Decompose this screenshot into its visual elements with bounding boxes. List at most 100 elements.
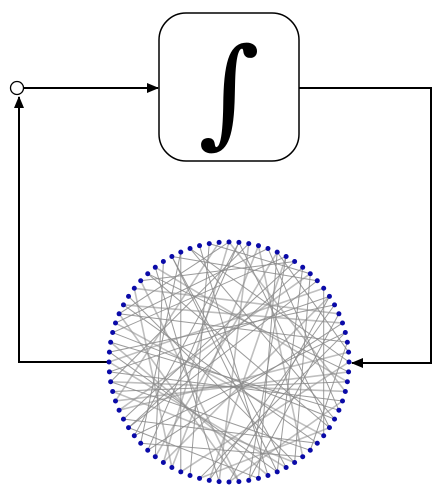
network-node <box>321 285 327 291</box>
network-edge <box>179 361 350 473</box>
feedback-arrow <box>14 96 110 363</box>
network-node <box>346 359 352 365</box>
network-node <box>336 311 342 317</box>
network-edge <box>122 304 318 444</box>
network-edge <box>110 381 311 451</box>
network-node <box>206 241 212 247</box>
network-node <box>138 278 144 284</box>
network-node <box>110 388 116 394</box>
network-node <box>152 454 158 460</box>
network-node <box>106 369 112 375</box>
network-node <box>321 433 327 439</box>
network-node <box>342 330 348 336</box>
network-node <box>255 475 261 481</box>
network-node <box>145 271 151 277</box>
network-node <box>169 253 175 259</box>
network-node <box>236 479 242 485</box>
network-edge <box>208 243 311 275</box>
integrator-box <box>158 12 300 162</box>
network-edge <box>114 322 325 437</box>
network-edge <box>238 241 330 429</box>
network-node <box>344 379 350 385</box>
network-graph <box>106 239 352 485</box>
network-edge <box>267 248 340 411</box>
network-edge <box>147 273 330 429</box>
network-node <box>216 239 222 245</box>
network-node <box>342 388 348 394</box>
network-nodes <box>106 239 352 485</box>
network-edge <box>128 280 318 429</box>
network-edge <box>154 261 164 458</box>
network-node <box>326 425 332 431</box>
network-node <box>339 398 345 404</box>
network-node <box>110 330 116 336</box>
network-node <box>307 447 313 453</box>
network-node <box>314 440 320 446</box>
network-edge <box>171 255 287 469</box>
network-node <box>265 472 271 478</box>
network-edge <box>257 251 278 479</box>
network-node <box>274 469 280 475</box>
network-node <box>138 440 144 446</box>
network-edge <box>108 287 325 363</box>
network-node <box>314 278 320 284</box>
network-node <box>131 285 137 291</box>
network-node <box>346 369 352 375</box>
integral-symbol: ∫ <box>198 22 259 160</box>
network-node <box>178 249 184 255</box>
network-node <box>246 241 252 247</box>
network-edges <box>108 241 350 483</box>
output-to-network-arrow <box>299 87 432 368</box>
network-node <box>131 433 137 439</box>
network-edge <box>118 351 350 412</box>
network-edge <box>133 241 240 437</box>
network-edge <box>139 279 240 483</box>
network-edge <box>118 313 348 343</box>
network-node <box>178 469 184 475</box>
network-node <box>226 479 232 485</box>
network-node <box>283 253 289 259</box>
network-node <box>187 472 193 478</box>
network-node <box>197 475 203 481</box>
network-edge <box>133 332 346 437</box>
network-edge <box>208 304 336 481</box>
network-edge <box>128 427 259 479</box>
network-node <box>236 239 242 245</box>
network-edge <box>257 244 304 458</box>
network-node <box>346 349 352 355</box>
network-edge <box>199 332 346 479</box>
network-node <box>226 239 232 245</box>
network-node <box>106 349 112 355</box>
network-node <box>332 416 338 422</box>
network-node <box>336 407 342 413</box>
network-node <box>113 320 119 326</box>
network-node <box>106 359 112 365</box>
network-node <box>307 271 313 277</box>
network-edge <box>128 295 296 463</box>
network-edge <box>118 312 240 483</box>
network-node <box>332 302 338 308</box>
network-node <box>292 259 298 265</box>
network-node <box>274 249 280 255</box>
network-node <box>206 477 212 483</box>
network-edge <box>109 380 347 393</box>
network-node <box>197 243 203 249</box>
network-edge <box>294 273 311 463</box>
network-node <box>216 479 222 485</box>
network-edge <box>118 241 230 315</box>
network-node <box>344 339 350 345</box>
network-node <box>126 425 132 431</box>
integrator-block: ∫ <box>158 12 300 162</box>
network-node <box>246 477 252 483</box>
network-node <box>300 454 306 460</box>
network-node <box>120 302 126 308</box>
network-edge <box>111 390 296 464</box>
network-node <box>300 264 306 270</box>
network-node <box>116 311 122 317</box>
network-edge <box>115 248 269 324</box>
network-node <box>169 465 175 471</box>
network-edge <box>162 295 331 464</box>
network-node <box>187 246 193 252</box>
network-node <box>120 416 126 422</box>
